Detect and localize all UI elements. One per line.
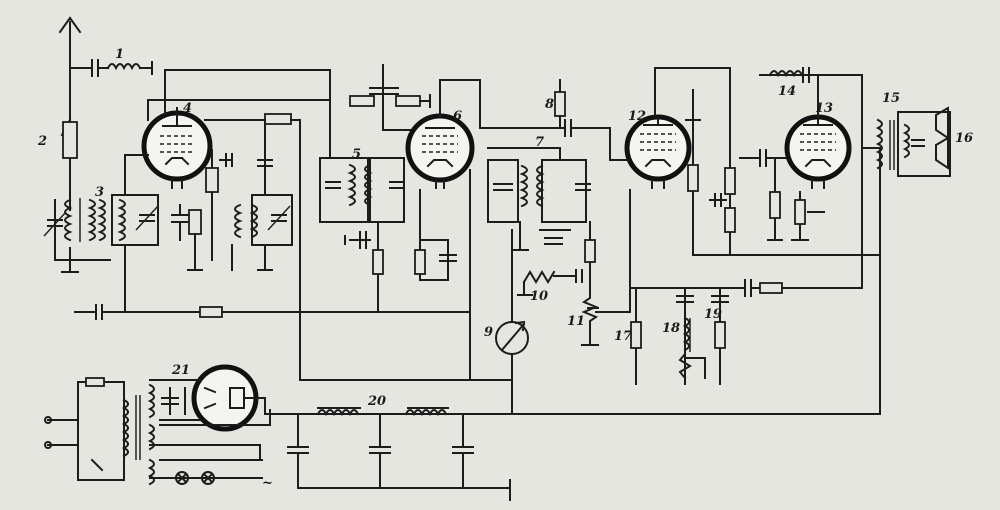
hv-bus	[264, 147, 881, 415]
label-19: 19	[704, 307, 722, 322]
output-transformer-15	[861, 111, 951, 177]
label-8: 8	[545, 97, 554, 112]
if-transformer-5	[319, 157, 405, 311]
label-15: 15	[882, 91, 900, 106]
detector-network	[511, 221, 596, 291]
rectifier-internals	[203, 386, 266, 415]
control-10	[517, 269, 583, 296]
if-transformer-7	[487, 147, 591, 223]
label-3: 3	[95, 185, 104, 200]
label-13: 13	[815, 101, 833, 116]
antenna	[58, 16, 82, 211]
resistor-8	[554, 79, 566, 129]
power-transformer	[44, 377, 271, 486]
label-11: 11	[567, 314, 585, 329]
pilot-lamps	[149, 459, 263, 485]
tube-6-internals	[422, 127, 458, 189]
tube-6-circuits	[414, 79, 611, 313]
label-14: 14	[778, 84, 796, 99]
label-17: 17	[614, 329, 632, 344]
af-network	[629, 254, 863, 385]
label-5: 5	[352, 147, 361, 162]
component-labels: 1 2 3 4 5 6 7 8 9 10 11 12 13 14 15 16 1…	[37, 47, 973, 491]
tube-12-internals	[640, 117, 676, 189]
label-1: 1	[115, 47, 124, 62]
tube-4-internals	[160, 115, 194, 189]
tube-13	[784, 114, 852, 182]
input-coil-3	[43, 198, 111, 273]
grid-bias-bus	[74, 244, 471, 320]
speaker-16	[935, 106, 949, 170]
label-10: 10	[530, 289, 548, 304]
label-20: 20	[367, 394, 386, 409]
potentiometer-11	[581, 289, 599, 346]
label-9: 9	[484, 325, 493, 340]
filter-choke-20	[316, 407, 449, 417]
label-18: 18	[662, 321, 680, 336]
label-16: 16	[955, 131, 973, 146]
tube-13-internals	[800, 117, 836, 189]
tube-6	[405, 113, 475, 183]
label-6: 6	[453, 109, 462, 124]
tube-12	[624, 114, 692, 182]
label-4: 4	[183, 101, 192, 116]
antenna-coil-1	[69, 59, 153, 77]
tuned-circuit-3b	[111, 194, 159, 246]
label-21: 21	[171, 363, 190, 378]
tuning-meter-9	[495, 229, 529, 415]
label-7: 7	[535, 135, 544, 150]
label-ac: ~	[262, 476, 273, 491]
tube-13-circuits	[759, 67, 863, 256]
filter-capacitors	[287, 413, 511, 501]
top-coupling-network	[349, 64, 431, 131]
switch-2	[60, 118, 78, 159]
label-12: 12	[628, 109, 646, 124]
tube-12-circuits	[595, 67, 881, 313]
label-2: 2	[37, 134, 47, 149]
rf-tuned-circuit	[171, 107, 301, 311]
